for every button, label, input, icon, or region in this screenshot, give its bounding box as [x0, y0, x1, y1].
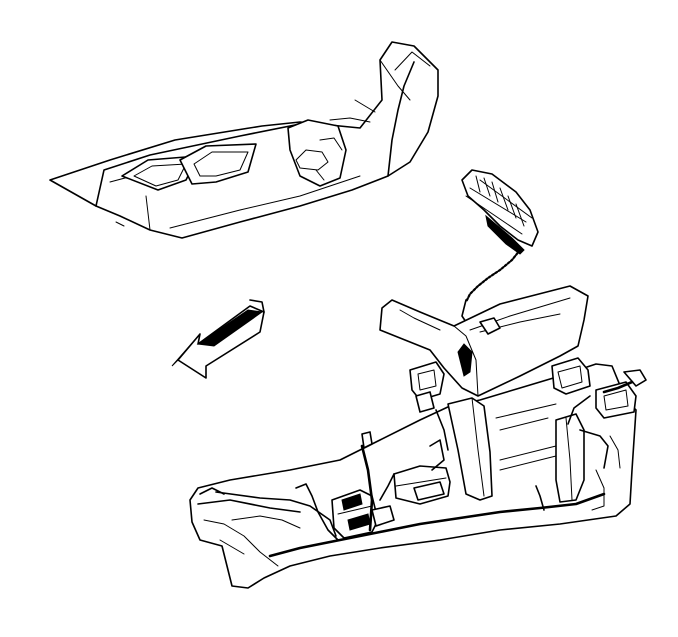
- shift-boot: [461, 169, 539, 323]
- console-base: [189, 285, 647, 589]
- wiring-harness: [199, 380, 634, 558]
- console-trim-cover: [49, 41, 439, 239]
- direction-arrow: [171, 299, 265, 379]
